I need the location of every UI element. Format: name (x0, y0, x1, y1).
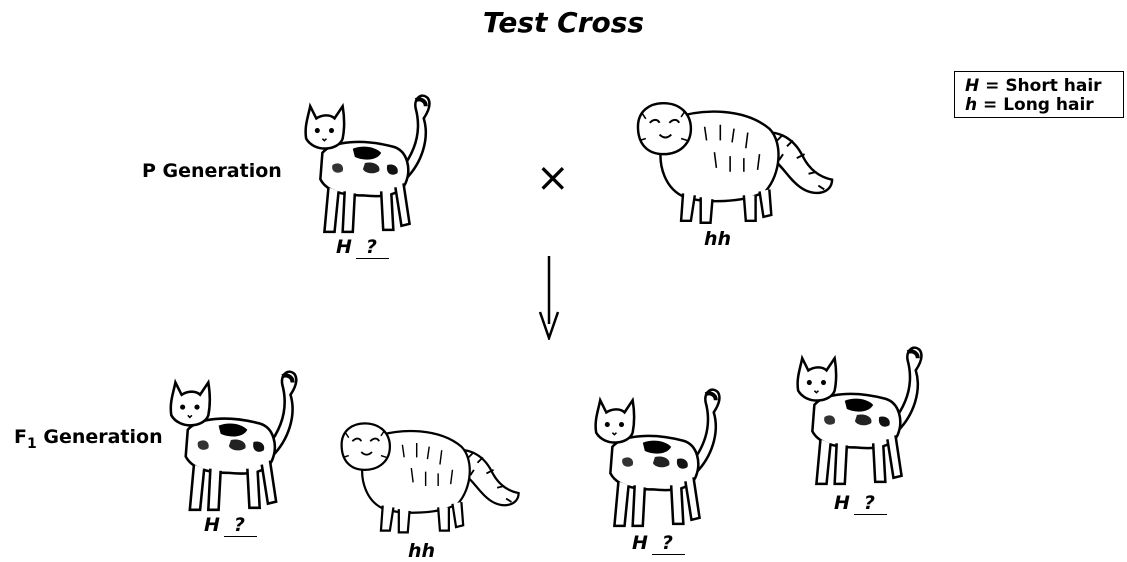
f1-offspring-1-genotype: H? (204, 514, 257, 537)
cross-symbol: × (536, 155, 570, 201)
f1-offspring-3-shorthair-cat (588, 384, 728, 532)
diagram-title: Test Cross (482, 6, 645, 39)
legend-line-short-hair: H = Short hair (965, 76, 1102, 96)
p-generation-label: P Generation (142, 160, 282, 182)
p-parent-shorthair-cat (298, 90, 438, 238)
f1-offspring-3-genotype: H? (632, 532, 685, 555)
p-parent2-genotype: hh (704, 228, 732, 250)
generation-arrow (538, 256, 560, 340)
p-parent1-genotype: H? (336, 236, 389, 259)
f1-offspring-4-genotype: H? (834, 492, 887, 515)
f1-offspring-2-longhair-cat (338, 418, 524, 536)
legend-box: H = Short hair h = Long hair (954, 71, 1124, 118)
f1-offspring-4-shorthair-cat (790, 342, 930, 490)
p-parent-longhair-cat (636, 96, 836, 228)
legend-line-long-hair: h = Long hair (965, 95, 1094, 115)
f1-offspring-1-shorthair-cat (160, 366, 308, 516)
f1-generation-label: F1 Generation (14, 426, 163, 452)
f1-offspring-2-genotype: hh (408, 540, 436, 562)
